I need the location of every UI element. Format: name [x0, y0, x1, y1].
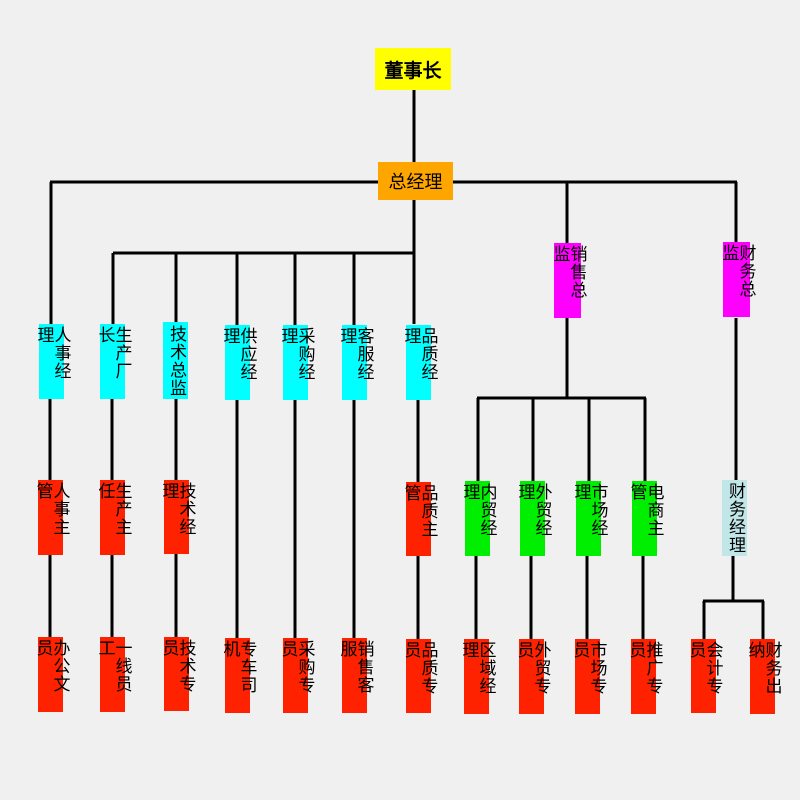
node-sales-service: 销售客服: [337, 638, 374, 713]
node-finance-director: 财务总监: [719, 242, 756, 317]
node-market-specialist: 市场专员: [570, 639, 607, 714]
node-domestic-trade-manager: 内贸经理: [460, 481, 497, 556]
node-tech-manager: 技术经理: [159, 480, 196, 554]
node-quality-manager: 品质经理: [401, 325, 438, 400]
node-foreign-trade-specialist: 外贸专员: [514, 639, 551, 714]
node-supply-manager: 供应经理: [220, 325, 257, 400]
node-hr-manager: 人事经理: [34, 324, 71, 399]
node-chairman: 董事长: [375, 48, 451, 90]
node-general-manager: 总经理: [378, 162, 453, 200]
node-cashier: 财务出纳: [745, 639, 782, 714]
node-production-supervisor: 生产主任: [95, 480, 132, 555]
node-ecommerce-supervisor: 电商主管: [627, 481, 664, 556]
node-tech-specialist: 技术专员: [159, 637, 196, 711]
node-office-clerk: 办公文员: [33, 637, 70, 712]
node-production-manager: 生产厂长: [95, 324, 132, 399]
node-driver: 专车司机: [220, 638, 257, 713]
node-promotion-specialist: 推广专员: [626, 639, 663, 714]
node-regional-manager: 区域经理: [459, 639, 496, 714]
node-tech-director: 技术总监: [163, 322, 188, 399]
node-accountant: 会计专员: [686, 639, 723, 713]
node-market-manager: 市场经理: [571, 481, 608, 556]
node-purchase-specialist: 采购专员: [278, 638, 315, 713]
node-finance-manager: 财务经理: [722, 480, 747, 556]
node-sales-director: 销售总监: [550, 243, 587, 318]
node-quality-supervisor: 品质主管: [401, 482, 438, 556]
node-service-manager: 客服经理: [337, 325, 374, 400]
node-purchase-manager: 采购经理: [278, 325, 315, 400]
node-foreign-trade-manager: 外贸经理: [515, 481, 552, 556]
node-hr-supervisor: 人事主管: [33, 480, 70, 555]
node-frontline-worker: 一线员工: [95, 637, 132, 712]
node-quality-specialist: 品质专员: [401, 639, 438, 713]
